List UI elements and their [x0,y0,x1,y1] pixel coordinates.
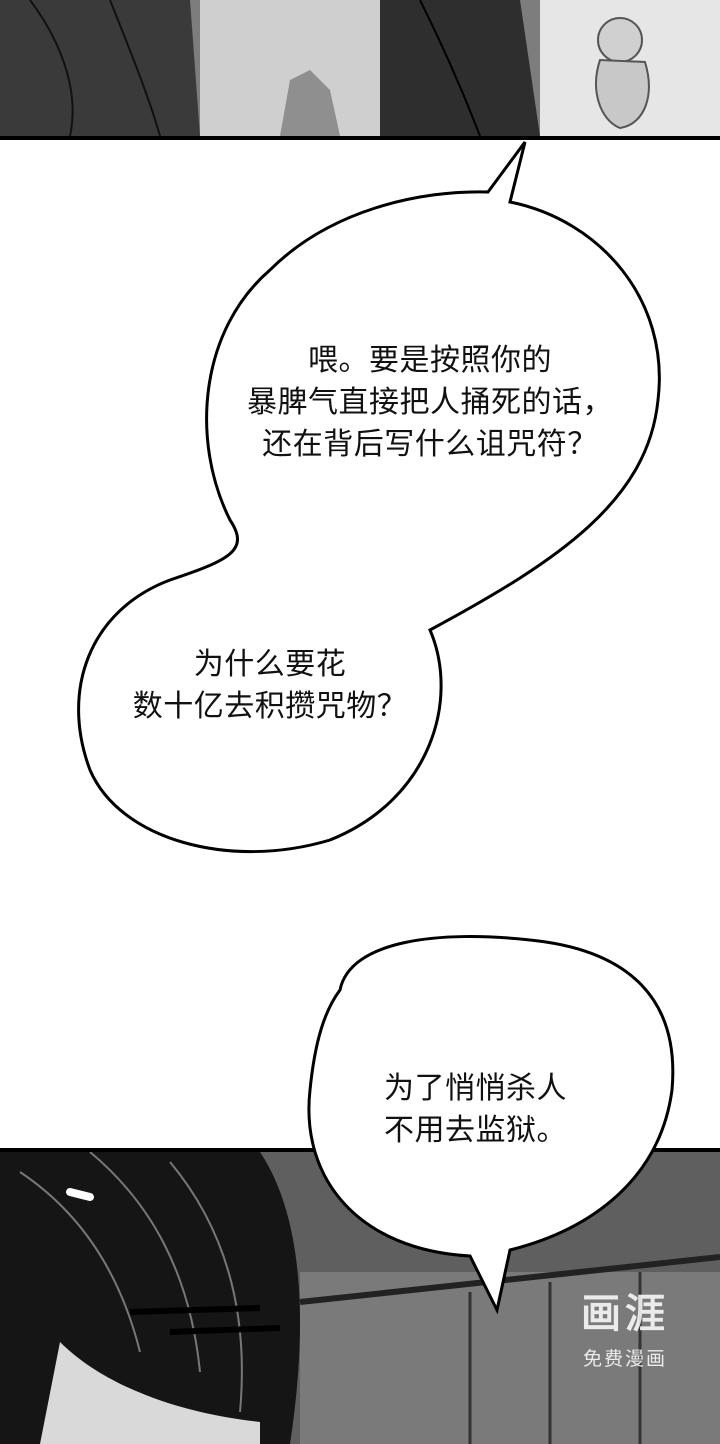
speech-bubble-2-text: 为什么要花 数十亿去积攒咒物？ [110,644,430,728]
speech-bubble-outline-2 [307,935,675,1315]
top-panel-artwork [0,0,720,136]
bubble-1-line-1: 喂。要是按照你的 [308,343,552,378]
bubble-3-line-2: 不用去监狱。 [384,1113,567,1148]
watermark: 画涯 免费漫画 [560,1290,690,1371]
bubble-2-line-1: 为什么要花 [193,647,347,682]
top-comic-panel [0,0,720,140]
bubble-3-line-1: 为了悄悄杀人 [384,1071,567,1106]
speech-bubble-3-text: 为了悄悄杀人 不用去监狱。 [384,1068,567,1152]
bubble-2-line-2: 数十亿去积攒咒物？ [132,689,408,724]
speech-bubble-1-text: 喂。要是按照你的 暴脾气直接把人捅死的话， 还在背后写什么诅咒符？ [230,340,630,466]
bubble-1-line-3: 还在背后写什么诅咒符？ [262,427,598,462]
watermark-subtitle: 免费漫画 [582,1348,667,1370]
speech-bubble-outline-1 [77,141,661,854]
watermark-logo: 画涯 [581,1291,669,1337]
bubble-1-line-2: 暴脾气直接把人捅死的话， [247,385,613,420]
